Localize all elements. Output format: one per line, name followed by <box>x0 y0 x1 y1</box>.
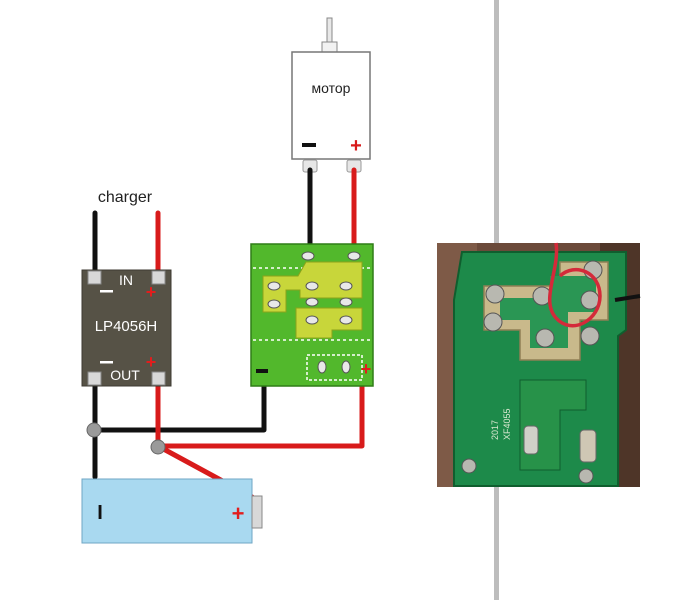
photo-solder-joint <box>485 284 505 304</box>
lp4056h-module: IN + LP4056H + OUT <box>81 269 172 387</box>
junction-plus <box>150 439 166 455</box>
wire-plus-bus <box>155 372 365 449</box>
photo-solder-joint <box>461 458 477 474</box>
photo-board-trace-inner <box>500 276 596 348</box>
photo-solder-joint <box>535 328 555 348</box>
module-pad-in-plus <box>151 270 166 285</box>
battery: I + <box>81 478 263 544</box>
module-in-label: IN <box>119 272 133 288</box>
photo-component <box>523 425 539 455</box>
board-minus-mark <box>256 369 268 373</box>
module-name-label: LP4056H <box>95 318 158 335</box>
board-pad <box>267 299 281 309</box>
photo-component <box>579 429 597 463</box>
board-component-outline <box>306 354 363 381</box>
module-out-minus-mark <box>100 361 113 364</box>
module-pad-out-plus <box>151 371 166 386</box>
module-in-plus-mark: + <box>146 282 157 302</box>
board-pad <box>341 360 351 374</box>
photo-board-text-1: XF4055 <box>502 408 512 440</box>
battery-minus-mark: I <box>97 502 103 524</box>
battery-cap <box>251 495 263 529</box>
motor-minus-mark <box>302 143 316 147</box>
photo-red-wire <box>547 242 602 328</box>
module-pad-out-minus <box>87 371 102 386</box>
board-pad <box>305 297 319 307</box>
photo-black-wire <box>614 294 641 302</box>
board-trace-lower <box>295 307 363 339</box>
module-pad-in-minus <box>87 270 102 285</box>
board-photo: XF4055 2017 <box>437 242 641 487</box>
photo-solder-joint <box>580 326 600 346</box>
board-pad <box>267 281 281 291</box>
board-pad <box>301 251 315 261</box>
battery-body <box>81 478 253 544</box>
board-pad <box>339 281 353 291</box>
charger-label: charger <box>98 189 153 206</box>
module-body <box>81 269 172 387</box>
motor-body <box>291 51 371 160</box>
wire-ground-bus <box>92 379 267 433</box>
board-pad <box>339 315 353 325</box>
photo-solder-joint <box>580 290 600 310</box>
module-out-plus-mark: + <box>146 352 157 372</box>
controller-board: + <box>250 243 374 387</box>
motor: мотор + <box>291 17 371 173</box>
module-out-label: OUT <box>110 367 140 383</box>
board-plus-mark: + <box>361 359 372 379</box>
photo-board-text-2: 2017 <box>490 420 500 440</box>
board-pad <box>317 360 327 374</box>
board-pad <box>305 281 319 291</box>
battery-plus-mark: + <box>232 501 245 526</box>
module-in-minus-mark <box>100 290 113 293</box>
board-pad <box>339 297 353 307</box>
board-pad <box>347 251 361 261</box>
motor-label: мотор <box>312 80 351 96</box>
photo-solder-joint <box>483 312 503 332</box>
junction-minus <box>86 422 102 438</box>
motor-plus-mark: + <box>350 135 362 157</box>
photo-solder-joint <box>578 468 594 484</box>
board-pad <box>305 315 319 325</box>
